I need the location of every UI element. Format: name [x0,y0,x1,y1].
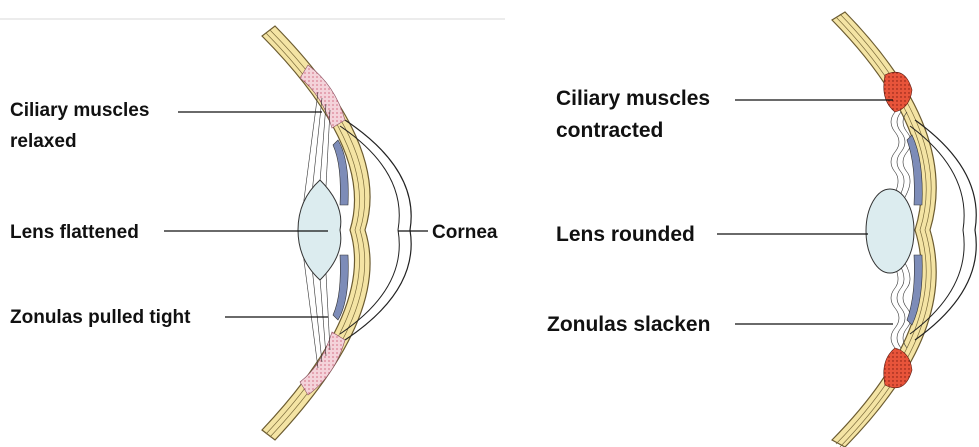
left-eye-diagram [262,26,411,440]
left-zonulas-label: Zonulas pulled tight [10,307,191,328]
left-ciliary-muscle-bottom [300,332,345,395]
right-eye-diagram [832,12,976,447]
left-leader-lines [164,112,428,317]
right-lens [866,189,914,273]
left-ciliary-label-line2: relaxed [10,131,77,152]
left-ciliary-muscle-top [300,65,345,128]
right-leader-lines [717,100,893,324]
right-ciliary-label-line1: Ciliary muscles [556,87,710,110]
cornea-label: Cornea [432,222,498,243]
left-ciliary-label-line1: Ciliary muscles [10,100,149,121]
right-ciliary-label-line2: contracted [556,119,663,142]
right-zonulas-label: Zonulas slacken [547,313,710,336]
right-lens-label: Lens rounded [556,223,695,246]
left-lens-label: Lens flattened [10,222,139,243]
